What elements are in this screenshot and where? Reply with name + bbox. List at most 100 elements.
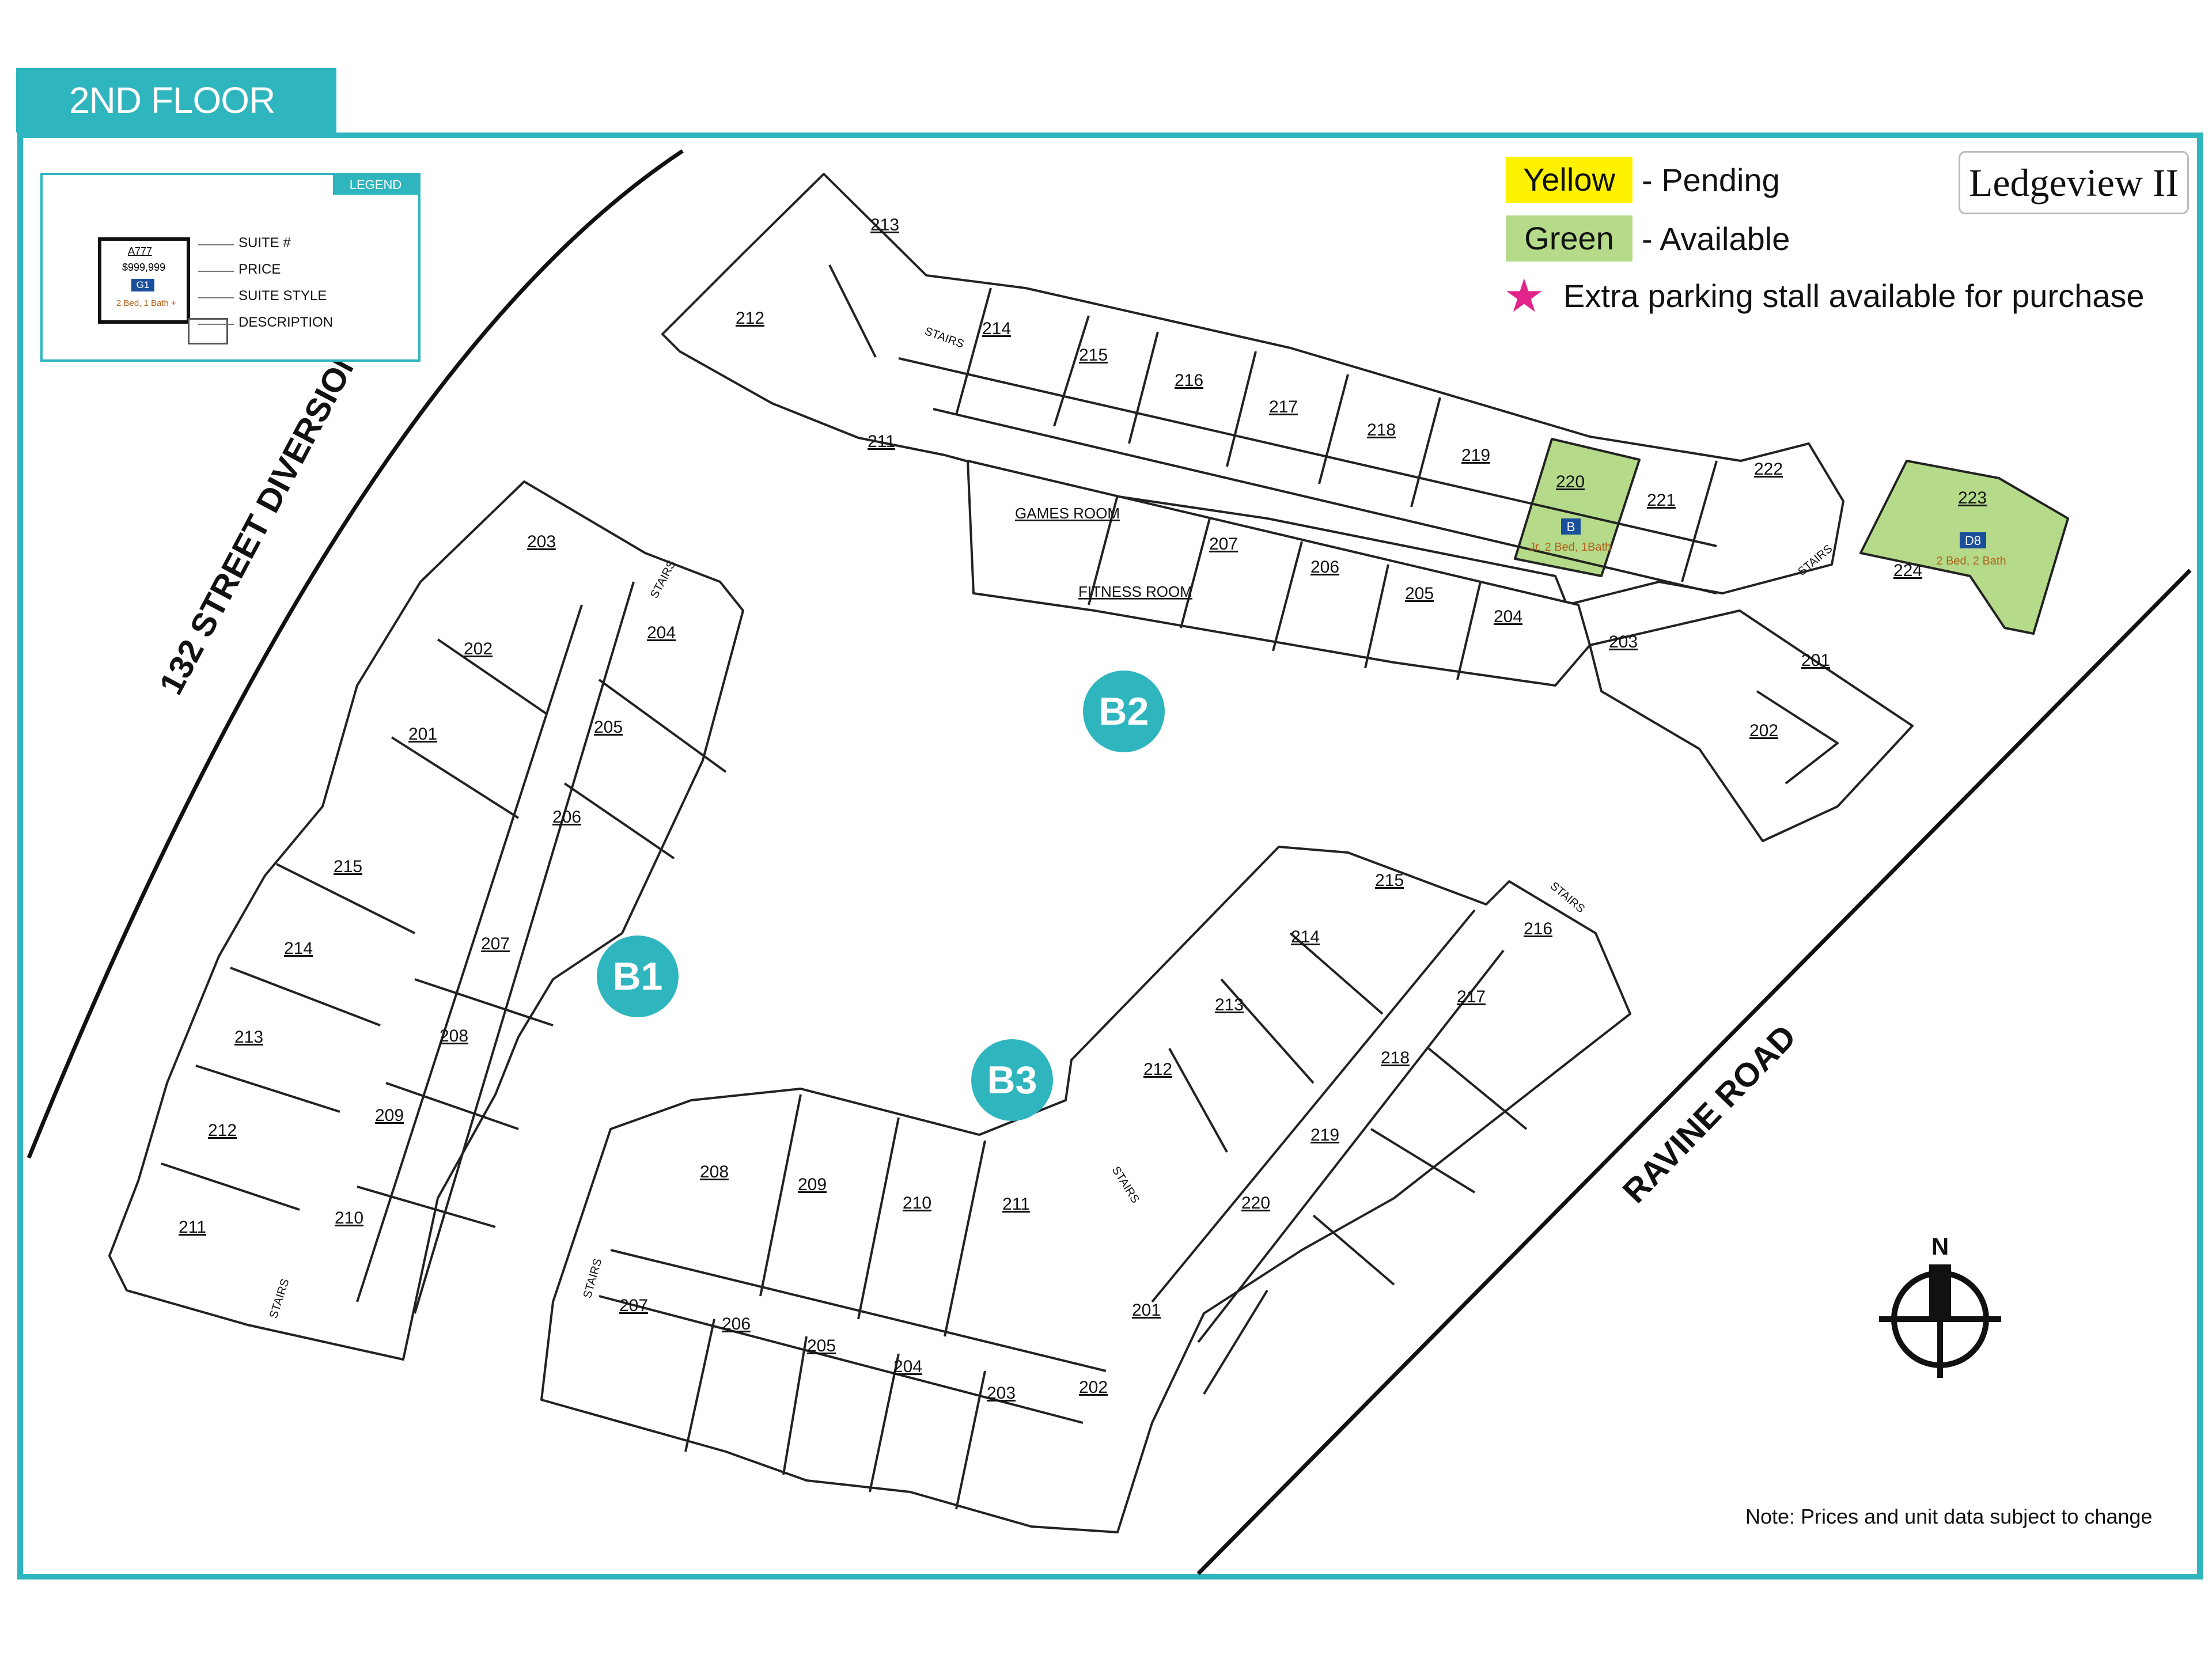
- suite-number: 214: [982, 319, 1011, 338]
- suite-number: 211: [1002, 1195, 1030, 1214]
- suite-number: 202: [464, 639, 493, 658]
- building-b1-marker: B1: [597, 935, 679, 1017]
- suite-number: 218: [1381, 1048, 1410, 1067]
- suite-number: 202: [1749, 721, 1778, 740]
- available-text: - Available: [1642, 220, 1790, 257]
- suite-number: 203: [1609, 632, 1638, 652]
- suite-number: 203: [987, 1384, 1016, 1403]
- building-b2-marker: B2: [1083, 671, 1165, 752]
- suite-number: 221: [1647, 491, 1676, 510]
- building-b3: [540, 846, 1631, 1533]
- suite-number: 220: [1241, 1194, 1270, 1213]
- road-east-line: [1196, 569, 2192, 1575]
- suite-number: 201: [1801, 651, 1830, 670]
- suite-223-details: D8 2 Bed, 2 Bath: [1936, 532, 2006, 567]
- suite-style-badge: [1561, 518, 1581, 535]
- suite-number: 206: [552, 808, 581, 827]
- available-swatch: Green: [1506, 215, 1633, 262]
- brand-logo: Ledgeview II: [1959, 151, 2189, 214]
- plan-frame: [17, 132, 2203, 1580]
- suite-number: 223: [1958, 488, 1987, 507]
- suite-number: 212: [736, 309, 764, 328]
- suite-b2-220: [1514, 438, 1641, 577]
- legend-leader: [198, 297, 234, 298]
- suite-number: 215: [334, 857, 362, 876]
- suite-number: 205: [1405, 584, 1434, 603]
- suite-number: 209: [798, 1175, 827, 1194]
- suite-number: 204: [647, 623, 676, 642]
- fitness-room-label: FITNESS ROOM: [1078, 583, 1192, 600]
- pending-swatch: Yellow: [1506, 157, 1633, 203]
- suite-number: 206: [1310, 558, 1339, 577]
- suite-number: 201: [408, 725, 437, 744]
- legend-sample-notch: [188, 318, 228, 344]
- legend-sample-number: A777: [128, 245, 153, 257]
- suite-number: 210: [903, 1194, 931, 1213]
- pending-text: - Pending: [1642, 161, 1780, 198]
- suite-number: 209: [375, 1106, 404, 1125]
- suite-description: 2 Bed, 2 Bath: [1936, 555, 2006, 567]
- legend-sample-style: G1: [131, 279, 154, 291]
- suite-style: D8: [1965, 533, 1981, 548]
- road-west-label: 132 STREET DIVERSION: [152, 339, 368, 700]
- suite-number: 208: [700, 1162, 729, 1181]
- legend-price-label: PRICE: [238, 262, 281, 277]
- legend-sample-suite: A777 $999,999 G1 2 Bed, 1 Bath +: [98, 237, 228, 344]
- suite-number: 216: [1524, 919, 1552, 938]
- suite-style: B: [1567, 520, 1575, 534]
- games-room-label: GAMES ROOM: [1015, 505, 1120, 522]
- suite-number: 222: [1754, 460, 1783, 479]
- suite-number: 203: [527, 532, 556, 551]
- building-b2: [661, 173, 2069, 842]
- suite-number: 224: [1893, 561, 1922, 580]
- suite-number: 210: [335, 1209, 363, 1228]
- suite-number: 208: [440, 1027, 468, 1046]
- suite-number: 207: [1209, 535, 1238, 554]
- suite-number: 214: [284, 939, 313, 958]
- suite-number: 211: [179, 1218, 206, 1237]
- building-b1: [108, 480, 744, 1361]
- road-east-label: RAVINE ROAD: [1616, 1018, 1804, 1210]
- compass-icon: [1879, 1264, 2001, 1378]
- suite-220-details: B Jr. 2 Bed, 1Bath: [1529, 518, 1611, 554]
- suite-number: 202: [1079, 1378, 1108, 1397]
- suite-number: 211: [868, 432, 895, 451]
- parking-note: Extra parking stall available for purcha…: [1563, 278, 2145, 314]
- legend-sample-description: 2 Bed, 1 Bath +: [116, 298, 176, 308]
- building-b3-marker: B3: [971, 1039, 1053, 1121]
- legend-leader: [198, 271, 234, 272]
- available-legend-row: Green - Available: [1506, 215, 1790, 262]
- compass-north-label: N: [1931, 1233, 1949, 1260]
- legend-sample-price: $999,999: [122, 262, 166, 273]
- suite-number: 219: [1461, 446, 1490, 465]
- suite-number: 216: [1175, 371, 1203, 390]
- suite-number: 213: [234, 1028, 263, 1047]
- suite-number: 218: [1367, 421, 1396, 440]
- suite-number: 217: [1457, 987, 1486, 1006]
- legend-leader: [198, 244, 234, 245]
- suite-number: 214: [1291, 927, 1320, 946]
- pending-legend-row: Yellow - Pending: [1506, 157, 1780, 203]
- legend: LEGEND A777 $999,999 G1 2 Bed, 1 Bath + …: [40, 173, 421, 362]
- suite-number: 212: [1143, 1060, 1172, 1079]
- suite-description: Jr. 2 Bed, 1Bath: [1529, 541, 1611, 554]
- road-west-line: [26, 149, 684, 1159]
- suite-number: 219: [1310, 1126, 1339, 1145]
- legend-tag: LEGEND: [333, 175, 418, 195]
- star-icon: ★: [1503, 270, 1545, 321]
- suite-number: 207: [481, 934, 510, 953]
- suite-number: 206: [722, 1315, 751, 1334]
- suite-number: 215: [1375, 871, 1404, 890]
- suite-number: 213: [1215, 995, 1244, 1014]
- legend-suite-label: SUITE #: [238, 235, 291, 251]
- suite-number: 217: [1269, 397, 1298, 416]
- floor-tab: 2ND FLOOR: [16, 68, 336, 132]
- suite-number: 215: [1079, 346, 1108, 365]
- suite-number: 213: [870, 215, 899, 234]
- legend-style-label: SUITE STYLE: [238, 288, 327, 304]
- legend-description-label: DESCRIPTION: [238, 315, 334, 330]
- suite-number: 205: [807, 1336, 836, 1355]
- suite-number: 220: [1556, 472, 1585, 491]
- suite-number: 207: [619, 1296, 648, 1315]
